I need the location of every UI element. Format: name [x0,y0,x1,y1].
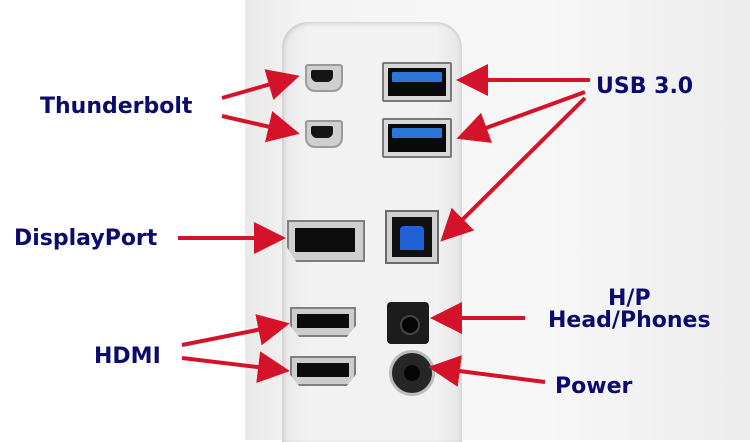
hdmi-port-2 [290,356,356,386]
hdmi-port-1 [290,307,356,337]
arrow-hdmi-2 [181,351,290,384]
thunderbolt-port-1 [305,64,343,92]
usb-b-port [385,210,439,264]
usb-a-port-1 [382,62,452,102]
headphone-jack [387,302,429,344]
label-hdmi: HDMI [94,344,161,369]
label-usb3: USB 3.0 [596,74,694,99]
arrow-power [428,355,546,387]
label-thunderbolt: Thunderbolt [40,94,193,119]
arrow-thunderbolt-2 [221,111,300,143]
label-displayport: DisplayPort [14,226,158,251]
label-headphones: Head/Phones [548,308,711,333]
usb-a-port-2 [382,118,452,158]
arrow-usb-3 [440,96,587,242]
displayport-port [287,220,365,262]
label-hp: H/P [608,286,651,311]
arrow-hdmi-1 [181,314,290,347]
arrow-thunderbolt-1 [221,69,300,100]
thunderbolt-port-2 [305,120,343,148]
arrow-usb-2 [456,90,586,143]
label-power: Power [555,374,633,399]
